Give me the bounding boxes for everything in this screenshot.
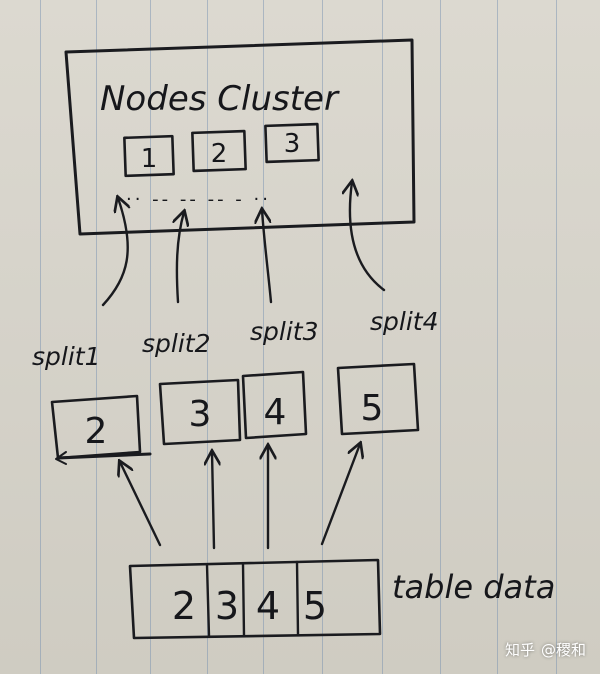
- table-data-box: 2 3 4 5 table data: [128, 558, 555, 640]
- split1-box: 2: [50, 394, 152, 465]
- table-cell-2: 3: [215, 584, 239, 628]
- table-to-split-arrows: [120, 444, 360, 550]
- split1-label: split1: [32, 342, 101, 371]
- watermark: 知乎 @稷和: [505, 639, 586, 660]
- cluster-node-1-label: 1: [141, 144, 158, 174]
- arrow-split2-to-cluster: [177, 212, 184, 304]
- nodes-cluster-title: Nodes Cluster: [100, 79, 340, 119]
- cluster-node-3-label: 3: [284, 129, 301, 159]
- split4-box-value: 5: [361, 388, 384, 429]
- watermark-site: 知乎: [504, 641, 535, 659]
- cluster-node-2: 2: [191, 129, 247, 173]
- arrow-split1-to-cluster: [101, 198, 128, 307]
- table-cell-3: 4: [256, 584, 280, 628]
- split3-label: split3: [250, 317, 319, 346]
- split4-label: split4: [370, 307, 439, 336]
- split-to-cluster-arrows: [101, 182, 386, 307]
- split2-box-value: 3: [189, 394, 212, 435]
- table-cell-1: 2: [172, 584, 196, 628]
- split1-box-value: 2: [85, 411, 108, 452]
- split-labels: split1 split2 split3 split4: [32, 307, 439, 371]
- cluster-node-1: 1: [123, 134, 175, 178]
- nodes-cluster-box: [64, 38, 416, 236]
- cluster-node-3: 3: [264, 122, 320, 164]
- arrow-split3-to-cluster: [262, 210, 273, 304]
- nodes-cluster-group: Nodes Cluster 1 2 3 ·· -- -- -- - ··: [64, 38, 416, 236]
- split4-box: 5: [336, 362, 420, 436]
- split3-box-value: 4: [264, 392, 287, 433]
- cluster-more-nodes-dots: ·· -- -- -- - ··: [126, 189, 271, 210]
- arrow-split4-to-cluster: [350, 182, 386, 292]
- table-data-label: table data: [392, 568, 555, 606]
- table-cell-4: 5: [303, 584, 327, 628]
- arrow-table-to-split2: [212, 452, 214, 550]
- arrow-table-to-split1: [120, 462, 162, 547]
- cluster-node-2-label: 2: [211, 139, 228, 169]
- split2-box: 3: [158, 378, 242, 446]
- watermark-author: @稷和: [540, 641, 586, 659]
- split2-label: split2: [142, 329, 211, 358]
- arrow-table-to-split4: [320, 444, 360, 546]
- split3-box: 4: [241, 370, 308, 440]
